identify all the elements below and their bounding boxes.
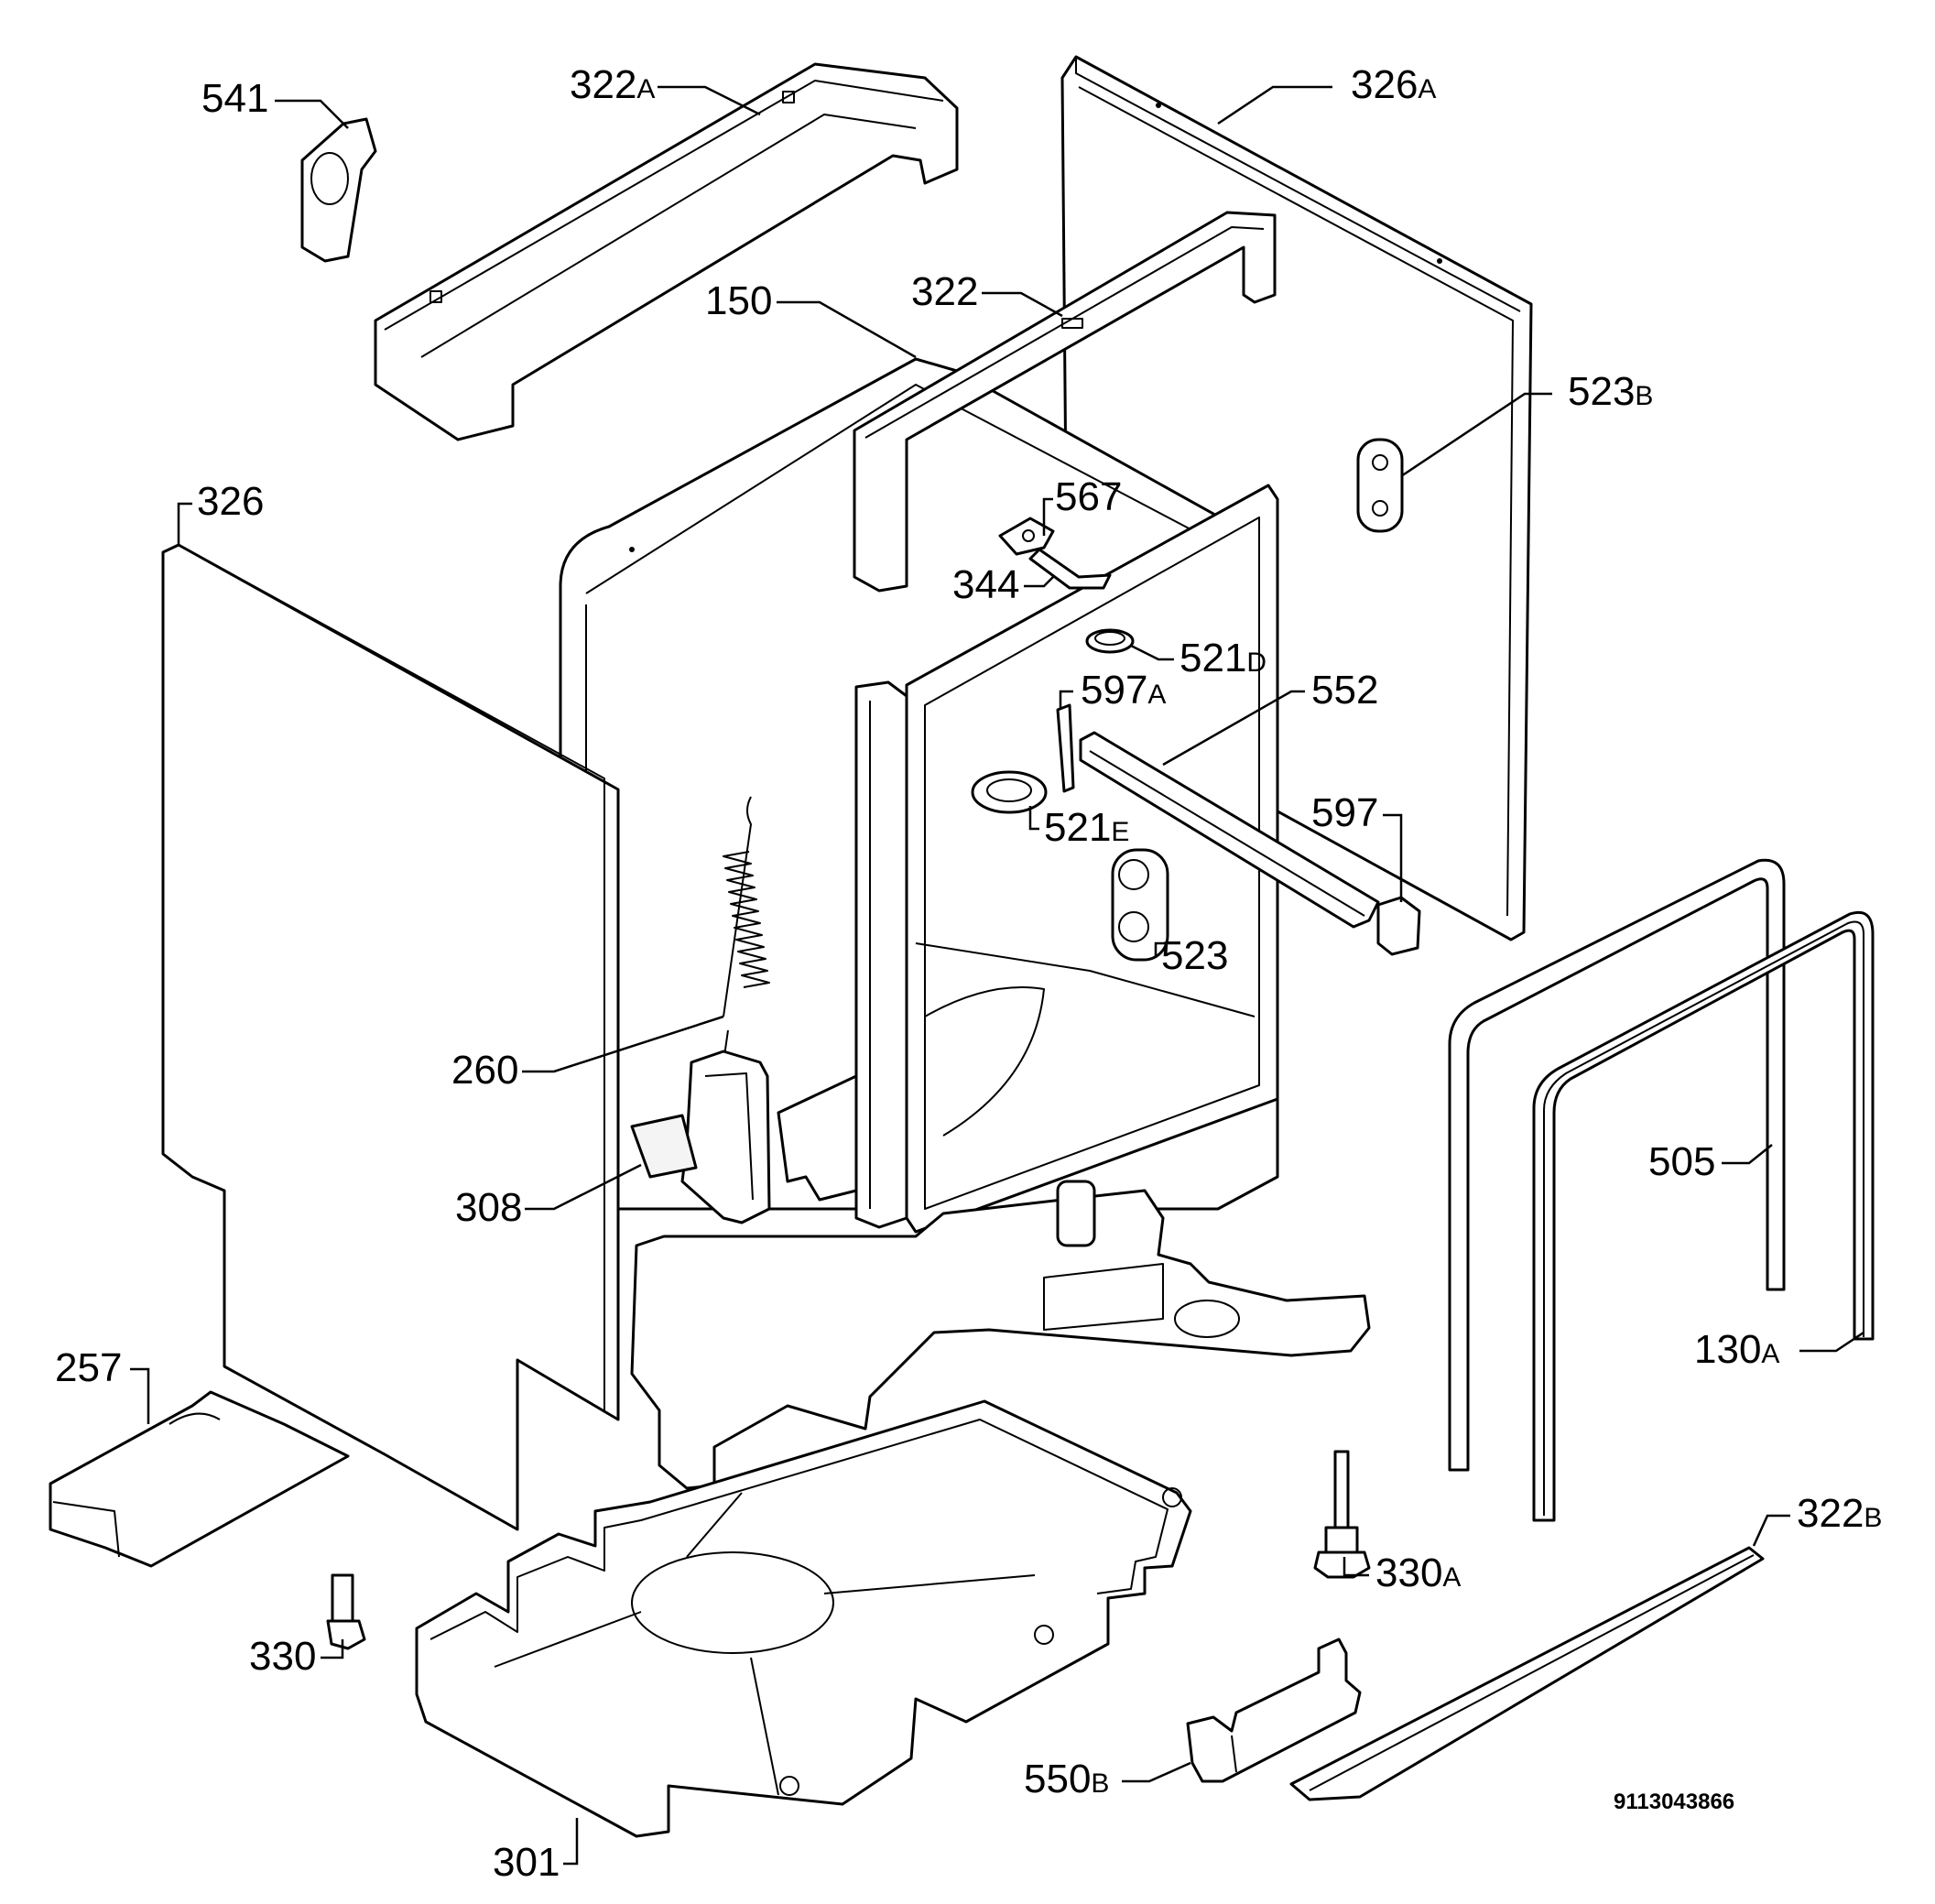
callout-number: 597 <box>1311 790 1378 835</box>
part-308-hinge <box>630 1050 771 1224</box>
part-597a-pin <box>1056 703 1075 793</box>
callout-suffix: E <box>1111 817 1129 847</box>
part-322-top-bracket <box>853 211 1277 593</box>
callout-number: 521 <box>1179 636 1246 680</box>
callout-label-541: 541 <box>201 76 268 121</box>
callout-label-260: 260 <box>451 1048 518 1093</box>
callout-number: 330 <box>249 1634 316 1679</box>
callout-number: 541 <box>201 76 268 121</box>
callout-number: 567 <box>1055 474 1122 519</box>
callout-label-326: 326 <box>197 479 264 524</box>
part-523-grommet <box>1111 848 1169 962</box>
part-505-door-seal <box>1448 858 1786 1472</box>
part-257-cover <box>49 1390 350 1568</box>
callout-number: 597 <box>1081 668 1147 713</box>
callout-number: 326 <box>1351 62 1418 107</box>
callout-number: 344 <box>952 562 1019 607</box>
callout-suffix: A <box>1147 680 1166 710</box>
callout-suffix: D <box>1246 647 1266 678</box>
callout-number: 322 <box>911 269 978 314</box>
callout-number: 322 <box>570 62 636 107</box>
document-number: 9113043866 <box>1614 1790 1734 1814</box>
callout-label-130a: 130A <box>1694 1327 1779 1372</box>
callout-suffix: A <box>1418 74 1436 104</box>
callout-number: 301 <box>493 1840 560 1885</box>
part-frame-strip <box>777 680 908 1229</box>
part-322a-top-bracket <box>374 62 959 441</box>
part-344-bracket <box>1028 548 1112 590</box>
callout-suffix: A <box>1442 1562 1461 1593</box>
part-541-clip <box>300 117 377 263</box>
callout-label-521e: 521E <box>1044 805 1129 850</box>
callout-suffix: B <box>1635 381 1653 411</box>
callout-label-344: 344 <box>952 562 1019 607</box>
callout-label-552: 552 <box>1311 668 1378 713</box>
part-301-base-tray <box>415 1399 1192 1838</box>
callout-label-322: 322 <box>911 269 978 314</box>
callout-label-330: 330 <box>249 1634 316 1679</box>
callout-number: 521 <box>1044 805 1111 850</box>
part-tub-front-frame <box>905 484 1279 1234</box>
part-597-endcap <box>1376 896 1421 956</box>
callout-number: 150 <box>705 278 772 323</box>
callout-label-523b: 523B <box>1568 369 1653 414</box>
callout-number: 505 <box>1648 1139 1715 1184</box>
callout-label-597a: 597A <box>1081 668 1166 713</box>
callout-label-567: 567 <box>1055 474 1122 519</box>
callout-label-523: 523 <box>1161 933 1228 978</box>
part-330a-foot <box>1313 1450 1371 1579</box>
callout-label-257: 257 <box>55 1345 122 1390</box>
callout-number: 330 <box>1375 1550 1442 1595</box>
callout-label-597: 597 <box>1311 790 1378 835</box>
callout-number: 257 <box>55 1345 122 1390</box>
callout-label-326a: 326A <box>1351 62 1436 107</box>
callout-number: 552 <box>1311 668 1378 713</box>
part-521d-seal <box>1085 628 1135 654</box>
callout-label-301: 301 <box>493 1840 560 1885</box>
part-326-side-panel <box>161 543 620 1531</box>
part-521e-washer <box>971 770 1048 814</box>
part-567-clip <box>998 517 1055 556</box>
part-322b-front-strip <box>1289 1546 1765 1801</box>
part-550b-bracket <box>1186 1637 1362 1783</box>
callout-number: 523 <box>1161 933 1228 978</box>
callout-label-505: 505 <box>1648 1139 1715 1184</box>
part-130a-base-seal <box>1532 910 1875 1522</box>
callout-label-308: 308 <box>455 1185 522 1230</box>
callout-number: 326 <box>197 479 264 524</box>
part-523b-grommet <box>1356 438 1404 533</box>
callout-suffix: B <box>1091 1768 1109 1799</box>
callout-number: 130 <box>1694 1327 1761 1372</box>
callout-label-521d: 521D <box>1179 636 1266 680</box>
callout-suffix: A <box>1761 1339 1779 1369</box>
part-552-rail <box>1079 731 1380 929</box>
callout-label-330a: 330A <box>1375 1550 1461 1595</box>
callout-number: 260 <box>451 1048 518 1093</box>
callout-number: 322 <box>1797 1491 1864 1536</box>
callout-label-322a: 322A <box>570 62 655 107</box>
leader-lines <box>130 85 1864 1866</box>
callout-label-322b: 322B <box>1797 1491 1882 1536</box>
callout-label-550b: 550B <box>1024 1757 1109 1801</box>
callout-label-150: 150 <box>705 278 772 323</box>
callout-number: 523 <box>1568 369 1635 414</box>
callout-suffix: A <box>636 74 655 104</box>
callout-suffix: B <box>1864 1503 1882 1533</box>
part-330-foot <box>326 1573 366 1650</box>
callout-number: 308 <box>455 1185 522 1230</box>
callout-number: 550 <box>1024 1757 1091 1801</box>
